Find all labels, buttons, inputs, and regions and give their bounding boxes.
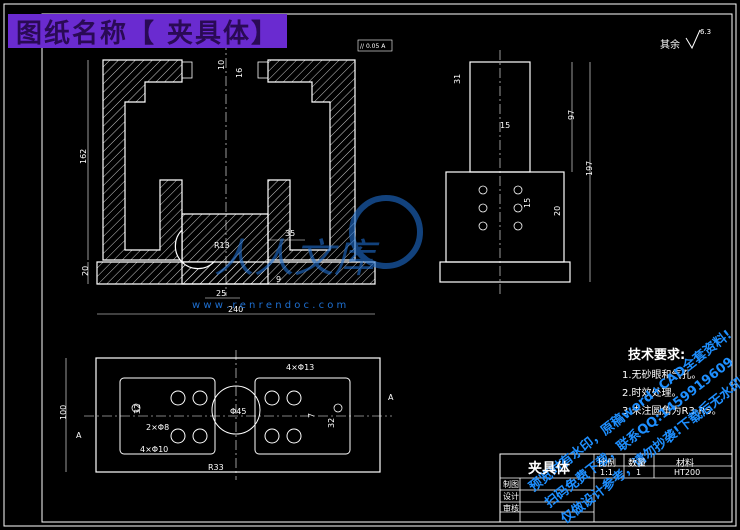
drawing-title-banner: 图纸名称【 夹具体】 (8, 14, 288, 49)
dim-162: 162 (79, 149, 88, 164)
front-left-wall (102, 59, 183, 261)
top-hole-r4 (286, 428, 302, 444)
front-view: 240 162 20 10 16 R13 35 25 9 // 0.05 A A (79, 28, 393, 315)
side-hole-2 (478, 203, 488, 213)
front-r13-cutout (174, 228, 216, 270)
top-dim-32a: 32 (133, 404, 142, 414)
top-hole-r3 (264, 428, 280, 444)
top-small-hole-r (333, 403, 343, 413)
top-hole-l3 (170, 428, 186, 444)
top-dim-4x13: 4×Φ13 (286, 363, 314, 372)
dim-25: 25 (216, 289, 226, 298)
tb-scale-label: 比例 (598, 459, 617, 469)
top-hole-l1 (170, 390, 186, 406)
tb-checked-label: 审核 (503, 504, 519, 513)
parallel-tolerance-frame (357, 39, 393, 52)
tb-part-name: 夹具体 (528, 461, 570, 477)
top-small-hole-l (131, 403, 141, 413)
top-hole-l4 (192, 428, 208, 444)
top-outline (95, 357, 381, 473)
top-dim-r33: R33 (208, 463, 224, 472)
side-hole-1 (478, 185, 488, 195)
tb-material-value: HT200 (674, 468, 701, 477)
parallel-tolerance: // 0.05 A (360, 43, 386, 50)
front-top-hole-right (257, 61, 269, 79)
side-hole-4 (513, 185, 523, 195)
top-datum-a-left: A (76, 431, 82, 440)
tech-req-item-3: 3.未注圆角为R3-R5。 (622, 406, 722, 417)
side-dim-97: 97 (567, 110, 576, 120)
dim-10: 10 (217, 60, 226, 70)
outer-border (3, 3, 737, 527)
side-body (445, 171, 565, 263)
roughness-note: 其余 (660, 40, 680, 51)
dim-20: 20 (81, 266, 90, 276)
side-dim-15a: 15 (500, 121, 510, 130)
watermark-site: w w w . r e n r e n d o c . c o m (192, 300, 346, 311)
dim-9: 9 (276, 275, 281, 284)
side-dim-197: 197 (585, 161, 594, 176)
title-block-frame (499, 453, 733, 523)
side-hole-5 (513, 203, 523, 213)
watermark-brand: 人人文库 (214, 236, 380, 282)
tb-qty-value: 1 (636, 468, 642, 477)
top-dim-100: 100 (59, 405, 68, 420)
top-datum-a-right: A (388, 393, 394, 402)
top-dim-phi45: Φ45 (230, 407, 246, 416)
top-hole-l2 (192, 390, 208, 406)
tb-designed-label: 设计 (503, 492, 519, 501)
top-dim-32b: 32 (327, 418, 336, 428)
front-top-hole-left (181, 61, 193, 79)
dim-240: 240 (228, 305, 243, 314)
tech-req-item-2: 2.时效处理。 (622, 388, 682, 399)
top-dim-7: 7 (307, 413, 316, 418)
side-dim-31: 31 (453, 74, 462, 84)
side-base (439, 261, 571, 283)
top-hole-r2 (286, 390, 302, 406)
watermark-logo: 人人文库 (214, 195, 423, 282)
tech-req-item-1: 1.无砂眼和气孔。 (622, 370, 702, 381)
top-view: 100 4×Φ13 Φ45 2×Φ8 4×Φ10 32 32 7 R33 A A (59, 350, 394, 480)
tech-req-heading: 技术要求: (628, 348, 686, 363)
dim-35: 35 (285, 229, 295, 238)
tb-scale-value: 1:1 (600, 468, 613, 477)
top-dim-4x10: 4×Φ10 (140, 445, 168, 454)
top-dim-2x8: 2×Φ8 (146, 423, 169, 432)
roughness-value: 6.3 (700, 28, 712, 36)
side-dim-20: 20 (553, 206, 562, 216)
front-right-wall (267, 59, 356, 261)
side-view: 97 197 31 15 15 20 (439, 50, 594, 296)
side-hole-3 (478, 221, 488, 231)
top-hole-r1 (264, 390, 280, 406)
side-dim-15b: 15 (523, 198, 532, 208)
dim-r13: R13 (214, 241, 230, 250)
tb-qty-label: 数量 (628, 459, 647, 469)
roughness-symbol-icon (685, 29, 701, 50)
dim-16: 16 (235, 68, 244, 78)
title-block (499, 453, 733, 523)
inner-border (41, 13, 733, 523)
side-hole-6 (513, 221, 523, 231)
tb-material-label: 材料 (676, 459, 695, 469)
tb-drawn-label: 制图 (503, 480, 519, 489)
watermark-logo-circle (349, 195, 423, 269)
